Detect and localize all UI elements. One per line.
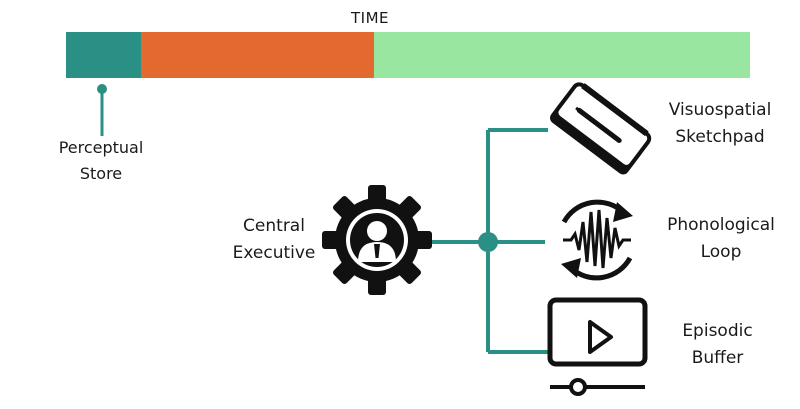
visuospatial-sketchpad-label: Visuospatial Sketchpad [654,97,786,151]
timeline-segment-later [374,32,750,78]
timeline-segment-perceptual-store [66,32,141,78]
episodic-buffer-label-line1: Episodic [682,321,753,341]
video-player-icon [547,297,648,396]
timeline-segment-middle [141,32,374,78]
phonological-loop-label-line1: Phonological [667,215,775,235]
junction-node [478,232,498,252]
visuospatial-sketchpad-label-line2: Sketchpad [675,127,765,147]
phonological-loop-label-line2: Loop [700,242,742,262]
perceptual-store-pin [97,84,107,136]
central-executive-label-line2: Executive [232,243,316,263]
episodic-buffer-label-line2: Buffer [691,348,744,368]
visuospatial-sketchpad-label-line1: Visuospatial [668,100,772,120]
timeline-title: TIME [350,9,389,27]
sound-wave-loop-icon [561,199,633,281]
central-executive-label: Central Executive [218,213,330,267]
phonological-loop-label: Phonological Loop [648,212,794,266]
perceptual-store-label: Perceptual Store [40,135,162,187]
perceptual-store-label-line2: Store [79,164,123,183]
gear-person-icon [322,185,432,295]
perceptual-store-label-line1: Perceptual [58,138,144,157]
notepad-pen-icon [550,82,652,175]
episodic-buffer-label: Episodic Buffer [660,318,775,372]
central-executive-label-line1: Central [243,216,305,236]
